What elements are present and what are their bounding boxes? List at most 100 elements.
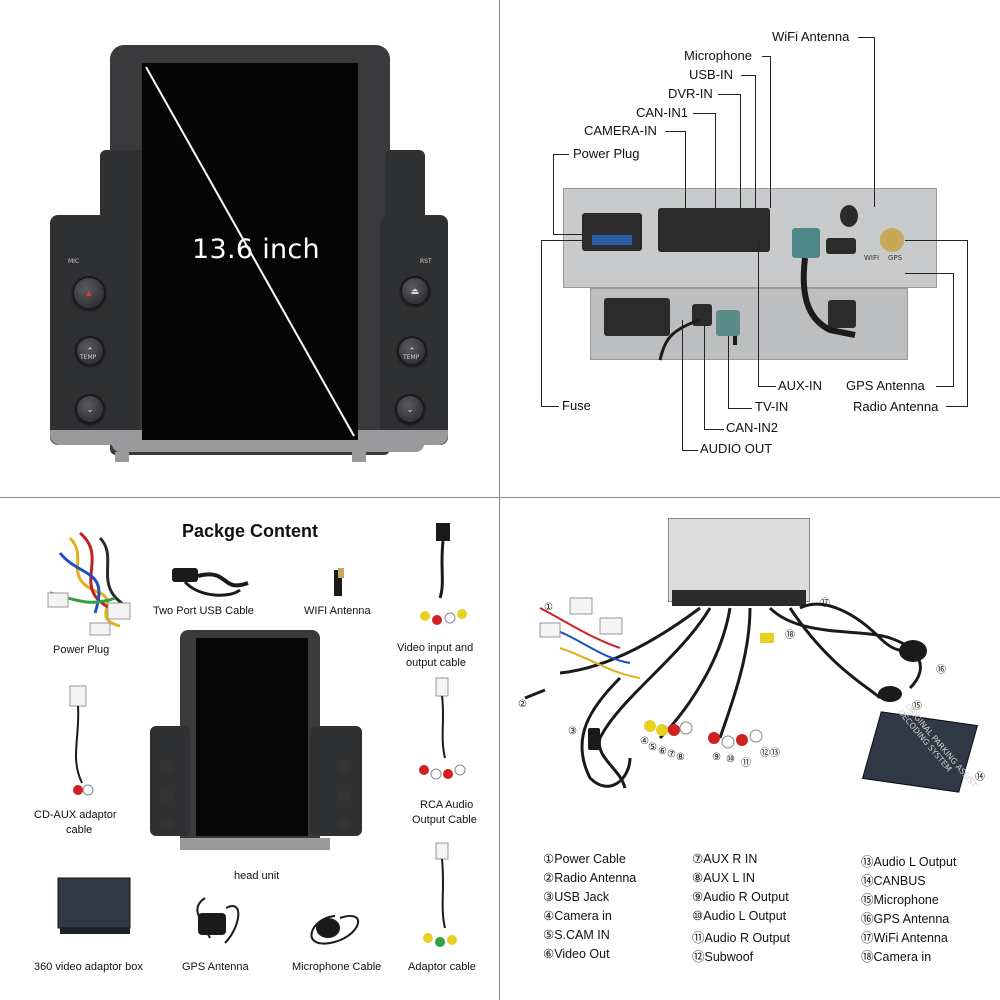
label-camera-in: CAMERA-IN [584,123,657,138]
marker-10: ⑩ [726,754,735,765]
label-radio-antenna: Radio Antenna [853,399,939,414]
legend-item: ⑭CANBUS [861,874,926,888]
temp-down-right-button[interactable]: ⌄ [395,394,425,424]
lower-connector [604,298,670,336]
marker-7: ⑦ [667,749,676,760]
label-power-plug: Power Plug [573,146,640,161]
chassis-mark-wifi: WIFI [864,254,880,262]
chevron-down-icon: ⌄ [86,403,94,414]
temp-up-left-button[interactable]: ⌃ [75,336,105,366]
caption-gps-antenna: GPS Antenna [182,961,249,973]
marker-9: ⑨ [712,752,721,763]
can-socket [828,300,856,328]
caption-rca-1: RCA Audio [420,799,474,811]
legend-item: ⑩Audio L Output [692,909,787,923]
marker-13: ⑬ [770,748,780,759]
marker-2: ② [518,699,527,710]
package-title: Packge Content [182,521,319,541]
label-fuse: Fuse [562,398,591,413]
display-screen [142,63,358,440]
label-wifi-antenna: WiFi Antenna [772,29,850,44]
marker-3: ③ [568,726,577,737]
rst-label: RST [420,258,432,265]
usb-cable-illustration [172,568,249,597]
marker-14: ⑭ [975,772,985,783]
marker-5: ⑤ [648,742,657,753]
vertical-divider [499,0,500,1000]
video-cable-illustration [420,523,467,625]
adaptor-box-illustration [57,877,131,934]
temp-up-right-button[interactable]: ⌃ [397,336,427,366]
legend-item: ⑦AUX R IN [692,852,758,866]
temp-label-left: TEMP [80,354,97,361]
usb-socket [792,228,820,258]
label-audio-out: AUDIO OUT [700,441,773,456]
eject-icon: ⏏ [410,285,420,296]
screen-size-label: 13.6 inch [192,234,320,265]
marker-16: ⑯ [936,665,946,676]
legend-item: ⑫Subwoof [692,950,754,964]
cd-aux-illustration [69,685,94,796]
legend-item: ④Camera in [543,909,612,923]
legend-item: ⑱Camera in [861,950,932,964]
marker-11: ⑪ [741,758,751,769]
legend-item: ⑪Audio R Output [692,931,790,945]
legend-item: ⑮Microphone [861,893,939,907]
label-usb-in: USB-IN [689,67,734,82]
wifi-antenna-illustration [334,568,344,596]
caption-cd-aux-2: cable [66,824,93,836]
hazard-icon: ▲ [84,288,94,298]
hazard-button[interactable]: ▲ [72,276,106,310]
caption-microphone: Microphone Cable [292,961,382,973]
caption-adaptor-cable: Adaptor cable [408,961,476,973]
marker-8: ⑧ [676,752,685,763]
label-dvr-in: DVR-IN [668,86,713,101]
tv-in-socket [716,310,740,336]
legend-item: ⑥Video Out [543,947,610,961]
marker-17: ⑰ [820,598,830,609]
wiring-cables [524,597,927,789]
label-tv-in: TV-IN [755,399,789,414]
label-can-in1: CAN-IN1 [636,105,689,120]
caption-usb-cable: Two Port USB Cable [153,605,254,617]
caption-adaptor-box: 360 video adaptor box [34,961,143,973]
label-can-in2: CAN-IN2 [726,420,779,435]
legend-item: ①Power Cable [543,852,626,866]
marker-6: ⑥ [658,746,667,757]
caption-power-plug: Power Plug [53,644,110,656]
wifi-socket [840,205,858,227]
label-aux-in: AUX-IN [778,378,823,393]
marker-18: ⑱ [785,630,795,641]
temp-label-right: TEMP [403,354,420,361]
marker-15: ⑮ [912,701,922,712]
caption-head-unit: head unit [234,870,280,882]
marker-12: ⑫ [760,748,770,759]
legend-item: ②Radio Antenna [543,871,637,885]
rca-cable-illustration [419,677,466,780]
chevron-up-icon: ⌃ [86,345,94,356]
legend-item: ③USB Jack [543,890,610,904]
caption-wifi-antenna: WIFI Antenna [304,605,371,617]
diagonal-line [145,66,355,437]
label-gps-antenna: GPS Antenna [846,378,925,393]
temp-down-left-button[interactable]: ⌄ [75,394,105,424]
caption-cd-aux-1: CD-AUX adaptor [34,809,117,821]
adaptor-cable-illustration [423,842,457,947]
mic-label: MIC [68,258,80,265]
multi-connector-block [658,208,770,252]
marker-1: ① [544,602,553,613]
legend-item: ⑬Audio L Output [861,855,957,869]
head-unit-small-illustration [150,630,362,850]
eject-button[interactable]: ⏏ [400,276,430,306]
caption-video-cable-1: Video input and [397,642,474,654]
rear-unit-connectors [672,590,806,606]
legend-item: ⑰WiFi Antenna [861,931,948,945]
gps-socket [880,228,904,252]
chassis-mark-gps: GPS [888,254,903,262]
hdmi-socket [826,238,856,254]
marker-4: ④ [640,736,649,747]
legend-item: ⑯GPS Antenna [861,912,950,926]
gps-antenna-small-illustration [196,897,240,944]
power-plug-illustration [47,531,131,636]
caption-rca-2: Output Cable [412,814,477,826]
